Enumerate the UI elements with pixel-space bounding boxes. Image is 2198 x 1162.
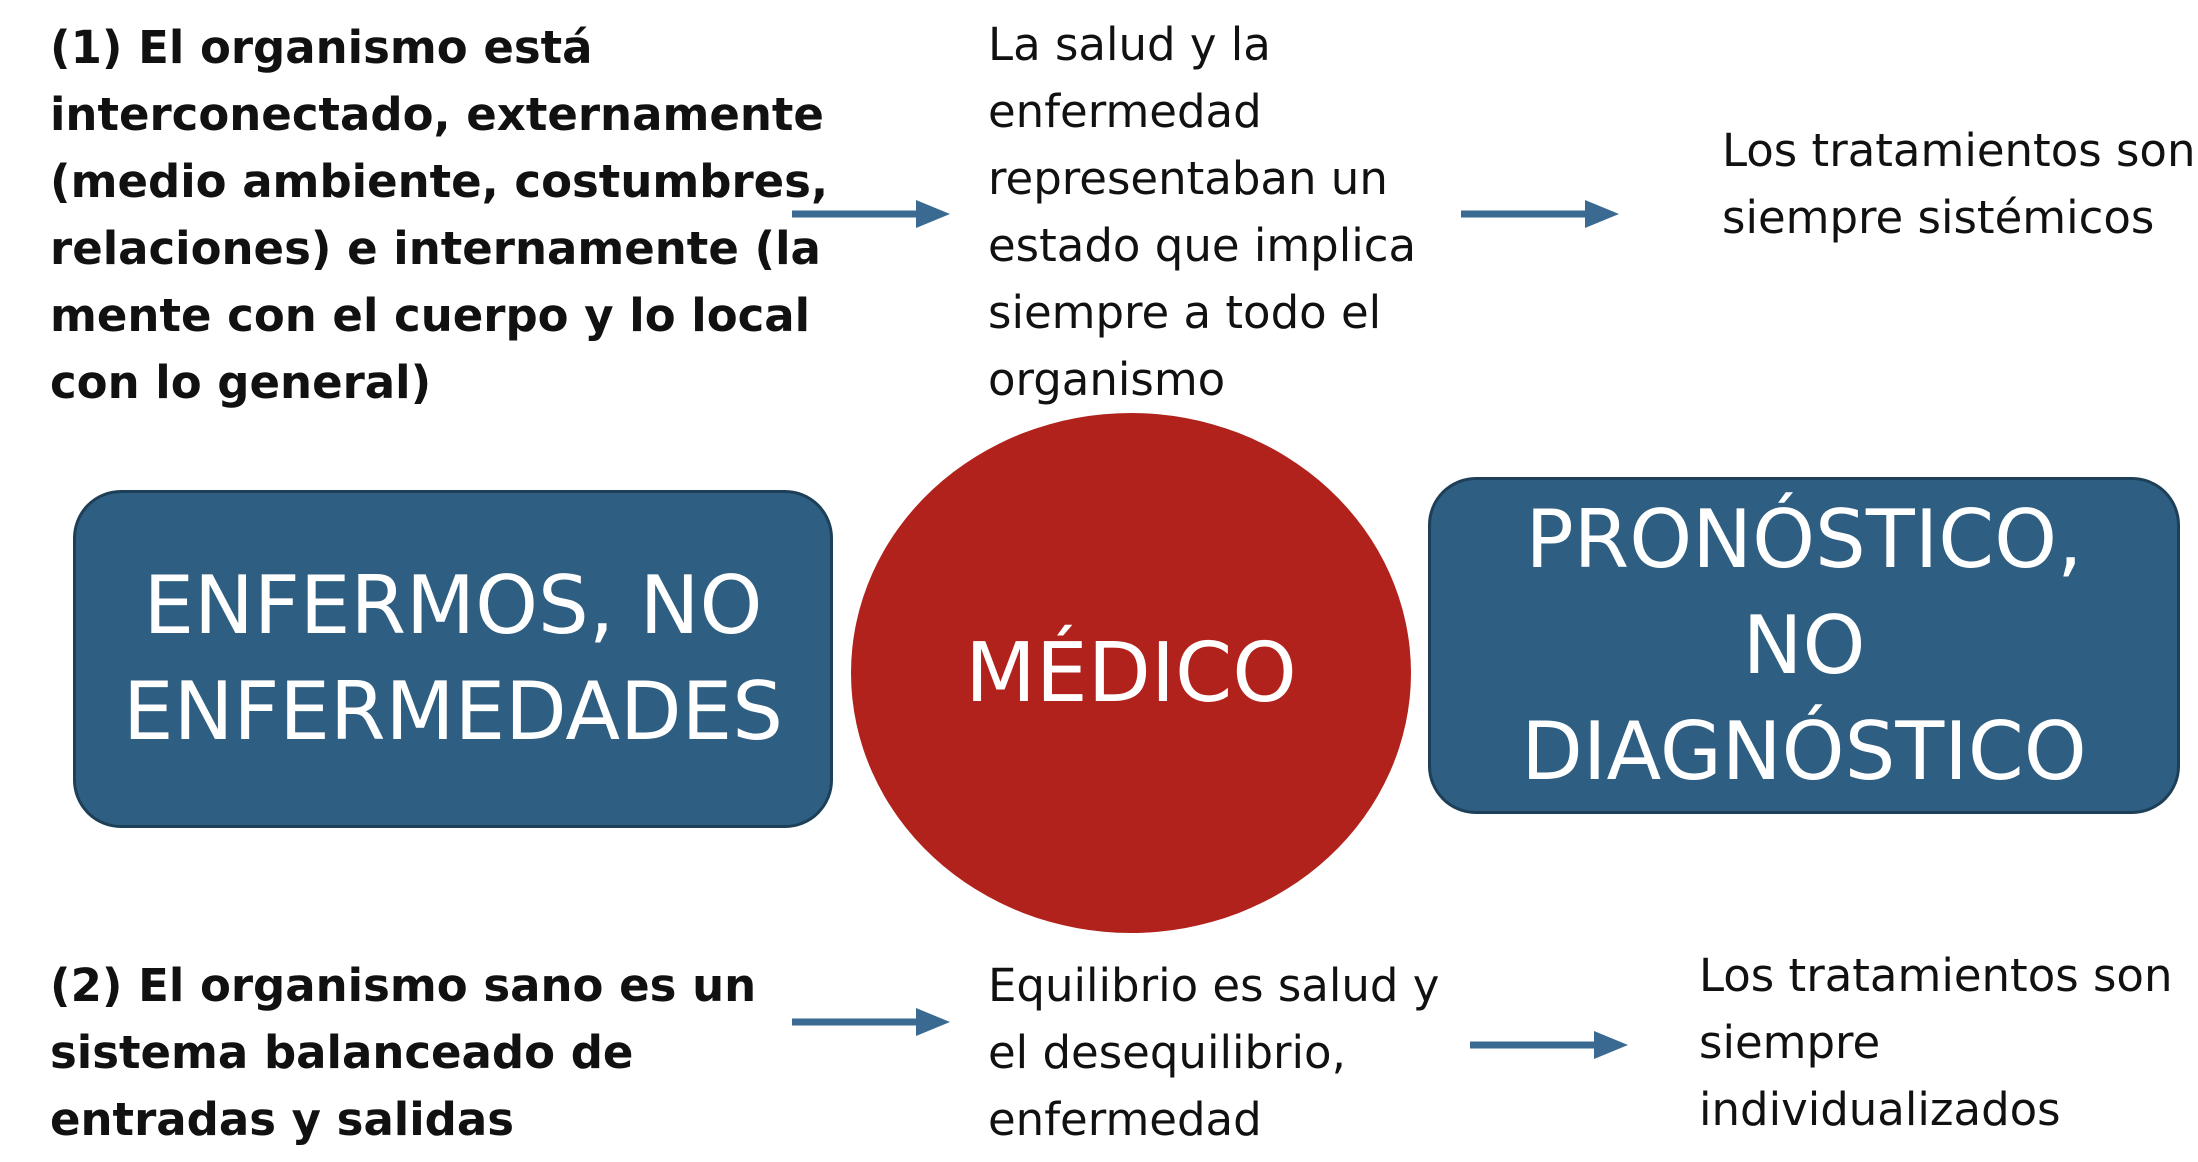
treatment-2-line: individualizados <box>1699 1083 2061 1136</box>
consequence-2-line: el desequilibrio, <box>988 1026 1346 1079</box>
premise-2-line: sistema balanceado de <box>50 1026 634 1079</box>
right-arrow-icon <box>792 200 950 228</box>
consequence-2-line: enfermedad <box>988 1093 1262 1146</box>
prognosis-not-diagnosis-box: PRONÓSTICO, NO DIAGNÓSTICO <box>1428 477 2180 814</box>
right-arrow-icon <box>792 1008 950 1036</box>
treatment-1-line: siempre sistémicos <box>1722 191 2155 244</box>
consequence-1-line: La salud y la <box>988 18 1271 71</box>
consequence-1-line: estado que implica <box>988 219 1417 272</box>
premise-1-line: mente con el cuerpo y lo local <box>50 289 811 342</box>
right-arrow-icon <box>1470 1031 1628 1059</box>
treatment-1-line: Los tratamientos son <box>1722 124 2196 177</box>
premise-2-line: entradas y salidas <box>50 1093 515 1146</box>
patients-box-line: ENFERMEDADES <box>123 665 783 758</box>
consequence-1-line: siempre a todo el <box>988 286 1382 339</box>
patients-not-diseases-box: ENFERMOS, NO ENFERMEDADES <box>73 490 833 828</box>
premise-1-text: (1) El organismo está interconectado, ex… <box>50 14 828 416</box>
premise-1-line: con lo general) <box>50 356 432 409</box>
medico-circle: MÉDICO <box>851 413 1411 933</box>
prognosis-box-line: PRONÓSTICO, <box>1525 492 2083 586</box>
consequence-2-text: Equilibrio es salud y el desequilibrio, … <box>988 952 1439 1153</box>
consequence-1-line: enfermedad <box>988 85 1262 138</box>
treatment-1-text: Los tratamientos son siempre sistémicos <box>1722 117 2195 251</box>
patients-box-line: ENFERMOS, NO <box>143 559 763 652</box>
consequence-1-line: representaban un <box>988 152 1388 205</box>
treatment-2-line: siempre <box>1699 1016 1881 1069</box>
consequence-1-text: La salud y la enfermedad representaban u… <box>988 11 1416 413</box>
premise-2-text: (2) El organismo sano es un sistema bala… <box>50 952 756 1153</box>
treatment-2-text: Los tratamientos son siempre individuali… <box>1699 942 2172 1143</box>
premise-1-line: interconectado, externamente <box>50 88 824 141</box>
consequence-2-line: Equilibrio es salud y <box>988 959 1440 1012</box>
consequence-1-line: organismo <box>988 353 1226 406</box>
treatment-2-line: Los tratamientos son <box>1699 949 2173 1002</box>
right-arrow-icon <box>1461 200 1619 228</box>
prognosis-box-line: NO <box>1742 598 1866 692</box>
medico-label: MÉDICO <box>965 625 1297 721</box>
premise-1-line: (1) El organismo está <box>50 21 593 74</box>
premise-2-line: (2) El organismo sano es un <box>50 959 757 1012</box>
premise-1-line: relaciones) e internamente (la <box>50 222 821 275</box>
premise-1-line: (medio ambiente, costumbres, <box>50 155 829 208</box>
prognosis-box-line: DIAGNÓSTICO <box>1521 704 2087 798</box>
